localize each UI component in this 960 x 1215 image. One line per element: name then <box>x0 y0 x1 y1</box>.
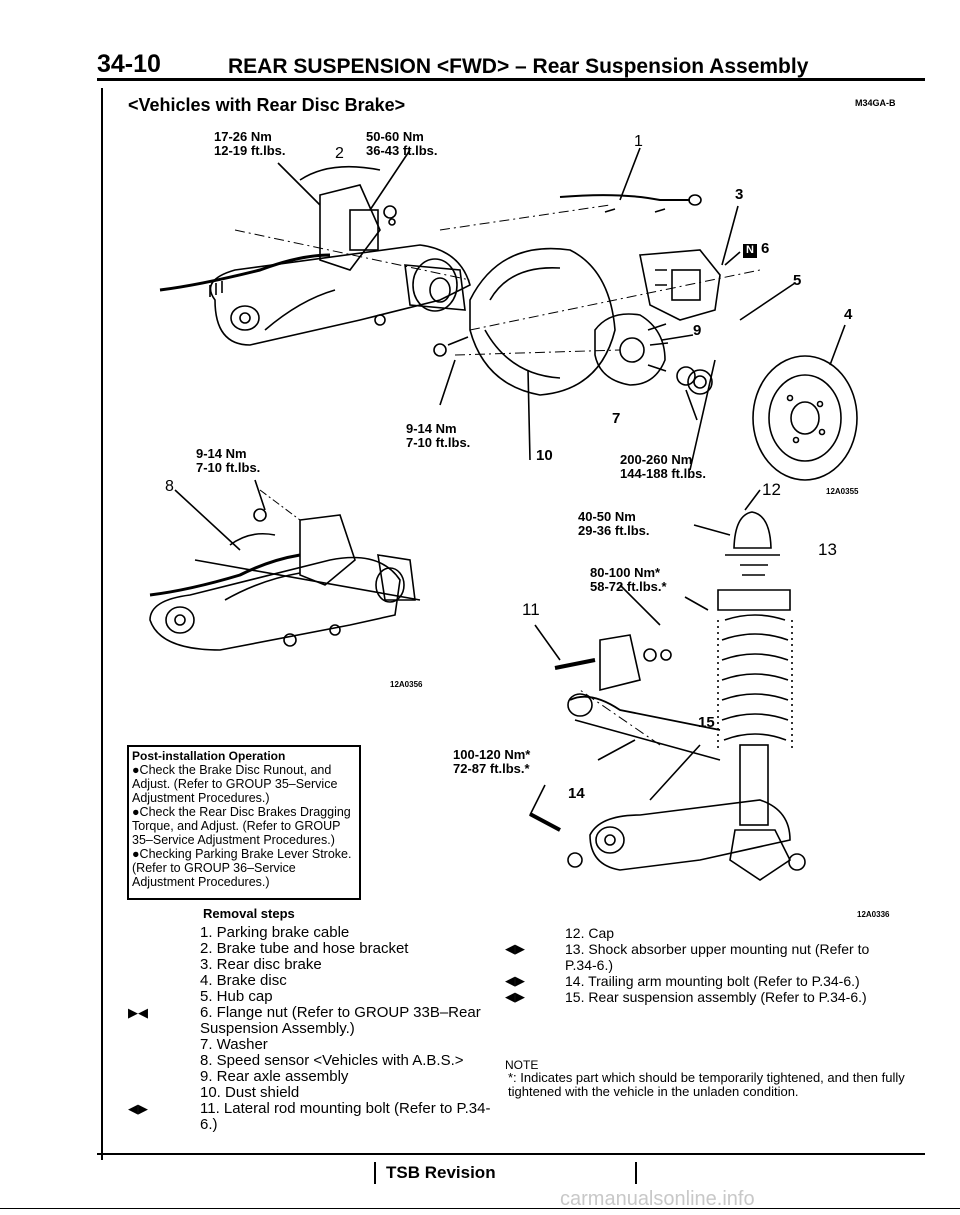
removal-step: ◀▶13. Shock absorber upper mounting nut … <box>505 941 870 973</box>
note-body: *: Indicates part which should be tempor… <box>508 1070 905 1099</box>
brake-disc-drawing <box>752 355 858 481</box>
removal-steps-right: 12. Cap ◀▶13. Shock absorber upper mount… <box>505 925 895 1005</box>
callout-9: 9 <box>693 322 702 339</box>
removal-step: ◀▶14. Trailing arm mounting bolt (Refer … <box>505 973 860 989</box>
callout-14: 14 <box>568 785 585 802</box>
callout-11: 11 <box>522 600 540 619</box>
post-installation-item: ●Check the Rear Disc Brakes Dragging Tor… <box>132 805 351 847</box>
callout-5: 5 <box>793 272 802 289</box>
dust-shield-drawing <box>469 247 616 396</box>
removal-step: ▶◀6. Flange nut (Refer to GROUP 33B–Rear… <box>128 1004 481 1037</box>
watermark: carmanualsonline.info <box>560 1188 755 1210</box>
removal-step: 7. Washer <box>200 1036 268 1053</box>
removal-step: 9. Rear axle assembly <box>200 1068 349 1085</box>
callout-8: 8 <box>165 478 174 495</box>
brake-caliper-drawing <box>639 249 721 321</box>
lateral-rod-drawing <box>569 695 721 731</box>
removal-step: 3. Rear disc brake <box>200 956 322 973</box>
hub-drawing <box>594 313 666 386</box>
figure-code-3: 12A0336 <box>857 910 890 919</box>
callout-13: 13 <box>818 540 837 559</box>
torque-label-7: 80-100 Nm*58-72 ft.lbs.* <box>590 565 667 594</box>
trailing-arm-bottom-drawing <box>589 799 791 871</box>
section-code: M34GA-B <box>855 98 896 108</box>
post-installation-item: ●Check the Brake Disc Runout, and Adjust… <box>132 763 338 805</box>
header-rule <box>97 78 925 81</box>
torque-label-8: 100-120 Nm*72-87 ft.lbs.* <box>453 747 531 776</box>
page-number: 34-10 <box>97 50 161 78</box>
removal-steps-left: 1. Parking brake cable 2. Brake tube and… <box>128 925 498 1133</box>
footer-rule <box>97 1153 925 1155</box>
removal-steps-heading: Removal steps <box>203 906 295 921</box>
removal-step: 5. Hub cap <box>200 988 273 1005</box>
page-title: REAR SUSPENSION <FWD> – Rear Suspension … <box>228 55 809 78</box>
callout-6: 6 <box>761 240 770 257</box>
strut-cap-drawing <box>733 511 772 549</box>
margin-rule <box>101 88 103 1160</box>
removal-step: 10. Dust shield <box>200 1084 300 1101</box>
figure-code-2: 12A0356 <box>390 680 423 689</box>
shock-absorber-drawing <box>717 589 791 611</box>
tsb-revision-label: TSB Revision <box>374 1162 637 1184</box>
callout-10: 10 <box>536 447 553 464</box>
callout-1: 1 <box>634 133 643 150</box>
new-part-badge <box>743 244 757 258</box>
post-installation-item: ●Checking Parking Brake Lever Stroke. (R… <box>132 847 352 889</box>
post-installation-box: Post-installation Operation ●Check the B… <box>127 745 361 900</box>
post-installation-title: Post-installation Operation <box>132 749 286 763</box>
new-part-badge-label: N <box>746 244 754 256</box>
callout-7: 7 <box>612 410 621 427</box>
removal-step: 2. Brake tube and hose bracket <box>200 940 409 957</box>
parking-brake-cable-drawing <box>159 253 331 292</box>
removal-step: ◀▶15. Rear suspension assembly (Refer to… <box>505 989 867 1005</box>
callout-12: 12 <box>762 480 781 499</box>
removal-step: 1. Parking brake cable <box>200 924 350 941</box>
callout-15: 15 <box>698 714 715 731</box>
removal-step: 8. Speed sensor <Vehicles with A.B.S.> <box>200 1052 464 1069</box>
note-heading: NOTE <box>505 1058 539 1072</box>
removal-step: 12. Cap <box>565 925 615 941</box>
removal-step: ◀▶11. Lateral rod mounting bolt (Refer t… <box>128 1100 491 1133</box>
removal-step: 4. Brake disc <box>200 972 287 989</box>
bottom-rule <box>0 1208 960 1209</box>
section-subtitle: <Vehicles with Rear Disc Brake> <box>128 95 406 115</box>
callout-2: 2 <box>335 145 344 162</box>
callout-3: 3 <box>735 186 744 203</box>
trailing-arm-lower-drawing <box>149 556 401 651</box>
callout-4: 4 <box>844 306 853 323</box>
figure-code-1: 12A0355 <box>826 487 859 496</box>
